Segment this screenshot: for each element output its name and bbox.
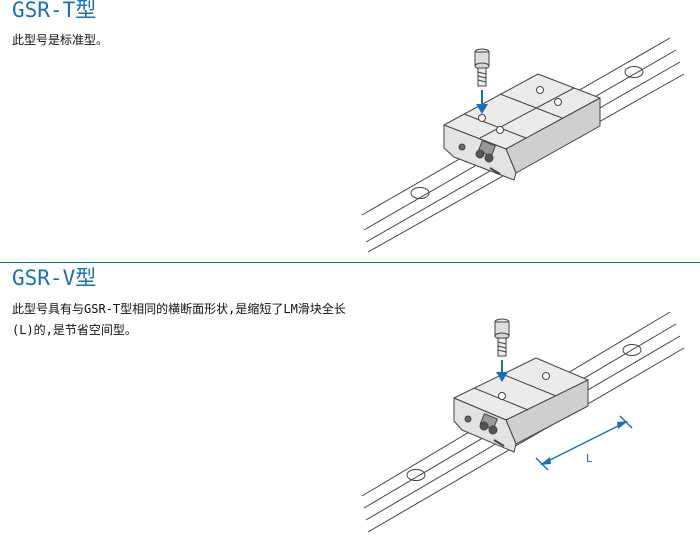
block-tap-hole-icon (496, 126, 504, 134)
grease-nipple-icon (479, 421, 489, 431)
rail-hole-icon (624, 66, 644, 78)
block-tap-hole-icon (536, 86, 544, 94)
section-description-gsr-t: 此型号是标准型。 (12, 33, 109, 47)
section-description-gsr-v: 此型号具有与GSR-T型相同的横断面形状,是缩短了LM滑块全长(L)的,是节省空… (12, 302, 346, 337)
block-tap-hole-icon (498, 392, 506, 400)
length-dimension (535, 415, 633, 471)
section-gsr-v: GSR-V型 此型号具有与GSR-T型相同的横断面形状,是缩短了LM滑块全长(L… (0, 262, 700, 543)
grease-nipple-icon (475, 149, 485, 159)
socket-bolt-icon (474, 48, 490, 87)
section-title-gsr-t: GSR-T型 (12, 0, 97, 22)
rail-hole-icon (410, 187, 430, 199)
rail-edge-bottom (367, 347, 685, 533)
gsr-t-illustration (361, 37, 685, 253)
grease-nipple-icon (488, 425, 498, 435)
section-gsr-t: GSR-T型 此型号是标准型。 (0, 0, 700, 262)
gsr-v-illustration: L (361, 311, 685, 533)
block-tap-hole-icon (554, 98, 562, 106)
assembly-arrow-icon (476, 90, 488, 114)
block-tap-hole-icon (542, 372, 550, 380)
socket-bolt-icon (494, 318, 510, 357)
section-title-gsr-v: GSR-V型 (12, 266, 97, 290)
rail-hole-icon (406, 469, 426, 481)
lm-block (443, 73, 601, 181)
dimension-label-l: L (586, 452, 593, 465)
rail-hole-icon (622, 344, 642, 356)
section-divider (0, 262, 700, 263)
assembly-arrow-icon (496, 360, 508, 382)
lm-block (453, 357, 589, 453)
block-tap-hole-icon (478, 114, 486, 122)
grease-nipple-icon (484, 153, 494, 163)
